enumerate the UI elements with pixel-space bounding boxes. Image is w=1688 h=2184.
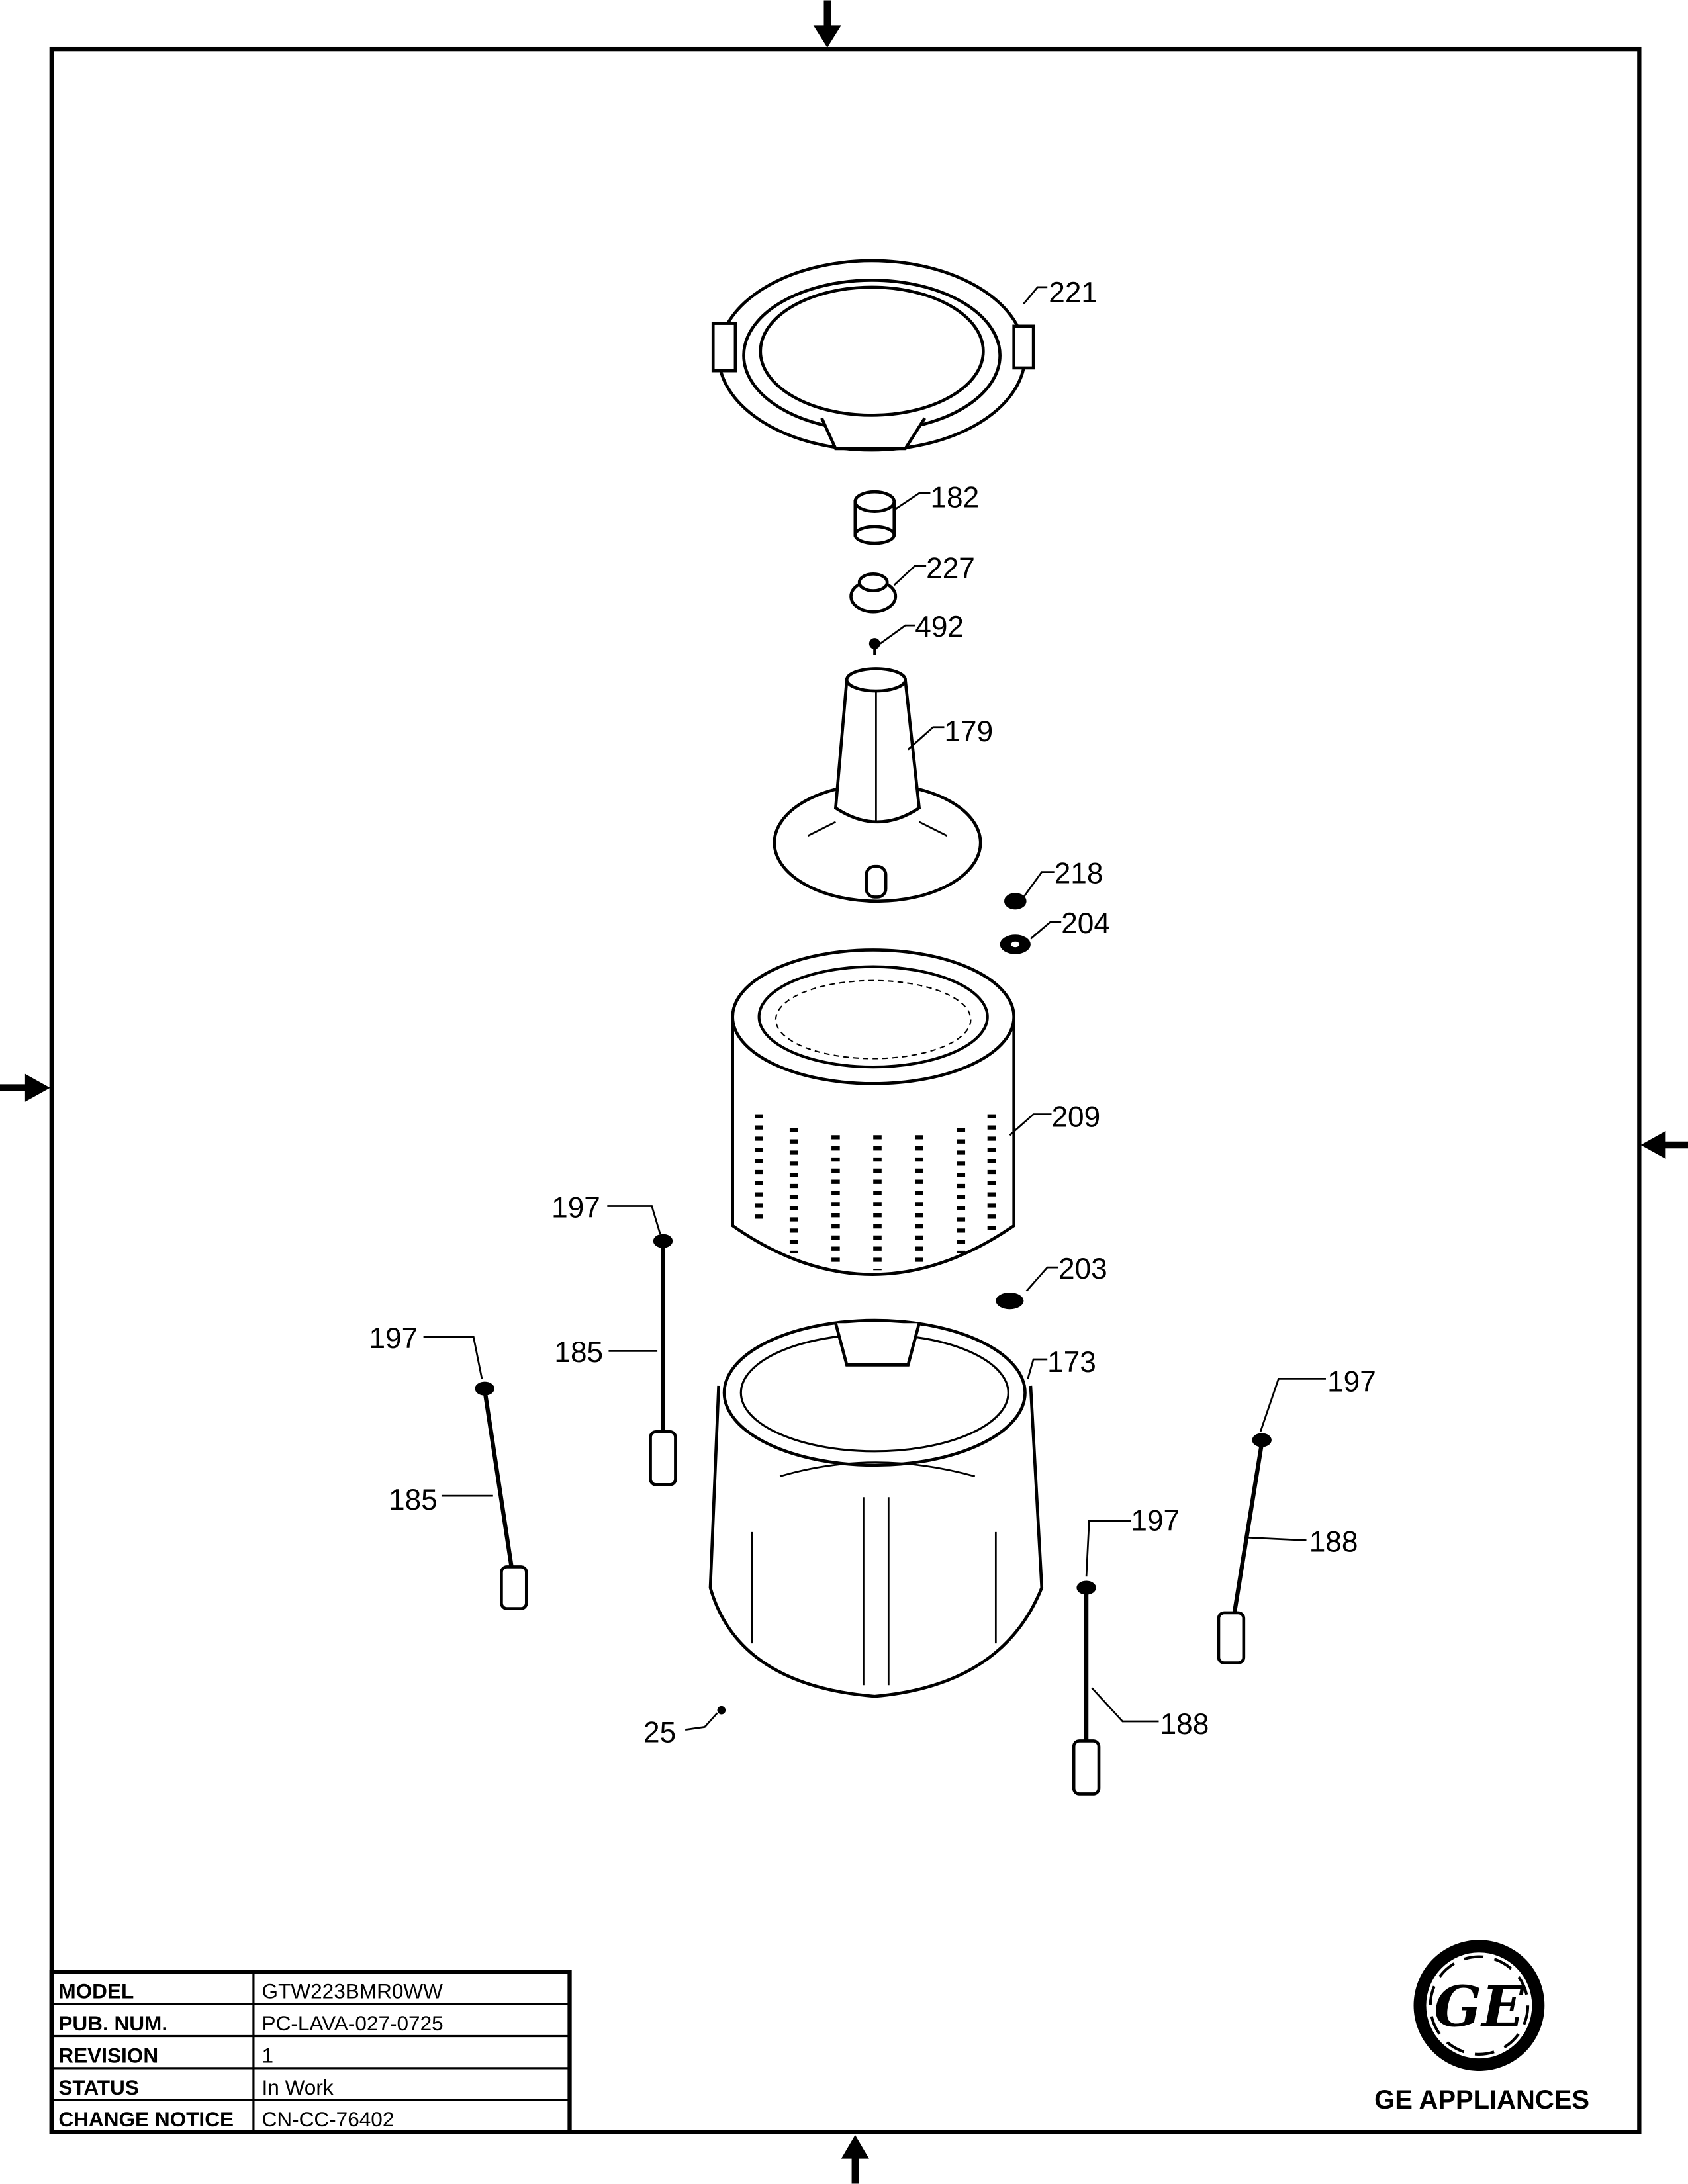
center-arrow-left bbox=[0, 1073, 50, 1102]
callout-173: 173 bbox=[1047, 1346, 1096, 1379]
revision-value: 1 bbox=[262, 2043, 274, 2067]
part-218-nut bbox=[1004, 893, 1027, 910]
title-block: MODEL GTW223BMR0WW PUB. NUM. PC-LAVA-027… bbox=[49, 1970, 572, 2134]
callout-209: 209 bbox=[1051, 1101, 1100, 1134]
callout-182: 182 bbox=[930, 481, 979, 514]
part-185-rod-left bbox=[475, 1381, 528, 1610]
svg-text:GE: GE bbox=[1434, 1974, 1525, 2040]
pub-num-value: PC-LAVA-027-0725 bbox=[262, 2011, 444, 2035]
part-188-rod-center bbox=[1072, 1580, 1101, 1796]
change-notice-label: CHANGE NOTICE bbox=[58, 2107, 234, 2131]
callout-204: 204 bbox=[1061, 907, 1110, 940]
part-185-rod-middle bbox=[649, 1234, 677, 1486]
callout-221: 221 bbox=[1049, 277, 1098, 309]
callout-179: 179 bbox=[944, 715, 993, 748]
callout-492: 492 bbox=[915, 611, 964, 643]
part-188-rod-right bbox=[1217, 1433, 1272, 1664]
part-209-wash-basket bbox=[731, 948, 1015, 1276]
callout-25: 25 bbox=[643, 1717, 676, 1749]
callout-185-a: 185 bbox=[554, 1336, 603, 1369]
center-arrow-bottom bbox=[841, 2134, 869, 2184]
callout-188-a: 188 bbox=[1309, 1525, 1358, 1558]
part-25-screw bbox=[717, 1706, 726, 1715]
callout-197-a: 197 bbox=[551, 1191, 600, 1224]
status-label: STATUS bbox=[58, 2075, 139, 2099]
callout-188-b: 188 bbox=[1160, 1708, 1209, 1741]
callout-227: 227 bbox=[926, 553, 975, 585]
model-label: MODEL bbox=[58, 1979, 134, 2003]
drawing-border bbox=[49, 46, 1642, 2134]
model-value: GTW223BMR0WW bbox=[262, 1979, 444, 2003]
pub-num-label: PUB. NUM. bbox=[58, 2011, 167, 2035]
status-value: In Work bbox=[262, 2075, 334, 2099]
ge-logo: GE bbox=[1413, 1940, 1545, 2071]
part-182-bushing bbox=[853, 490, 896, 545]
revision-label: REVISION bbox=[58, 2043, 158, 2067]
part-179-impeller bbox=[773, 667, 982, 903]
change-notice-value: CN-CC-76402 bbox=[262, 2107, 395, 2131]
center-arrow-right bbox=[1640, 1130, 1688, 1159]
part-492-screw bbox=[868, 638, 880, 655]
callouts: 221 182 227 492 179 218 204 209 203 197 … bbox=[369, 277, 1376, 1749]
brand-name: GE APPLIANCES bbox=[1374, 2085, 1589, 2115]
callout-197-c: 197 bbox=[1327, 1365, 1376, 1398]
part-204-washer bbox=[1000, 934, 1031, 954]
part-227-seal bbox=[849, 572, 898, 614]
center-arrow-top bbox=[813, 0, 841, 48]
callout-218: 218 bbox=[1055, 857, 1103, 889]
callout-185-b: 185 bbox=[389, 1484, 438, 1516]
callout-197-b: 197 bbox=[369, 1322, 418, 1355]
part-203-washer bbox=[996, 1292, 1024, 1310]
callout-203: 203 bbox=[1058, 1253, 1107, 1285]
part-173-outer-tub bbox=[708, 1318, 1044, 1698]
part-221-tub-cover-ring bbox=[711, 259, 1035, 452]
callout-197-d: 197 bbox=[1131, 1505, 1180, 1537]
